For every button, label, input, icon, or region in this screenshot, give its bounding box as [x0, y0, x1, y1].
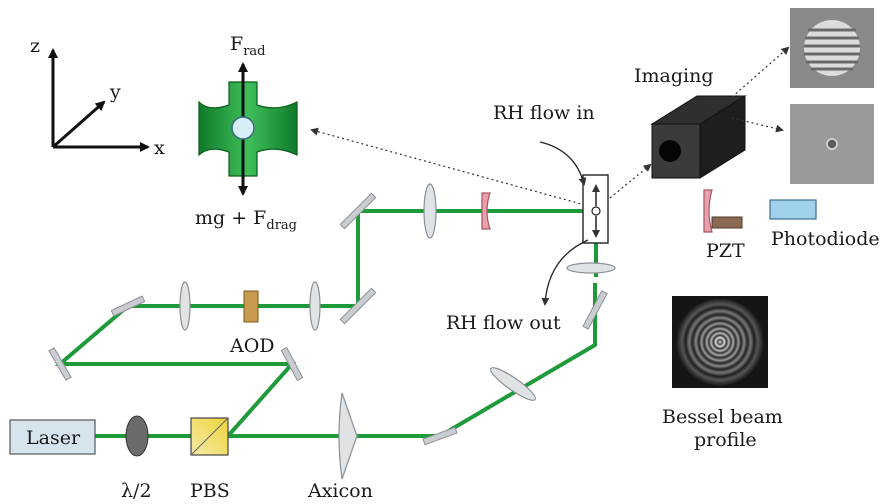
- rh-out-arrow: [541, 239, 589, 306]
- force-top-label: Frad: [230, 33, 265, 59]
- axicon: [338, 392, 358, 480]
- pzt-block: [711, 216, 743, 229]
- label-aod: AOD: [229, 335, 275, 357]
- force-bottom-label: mg + Fdrag: [195, 207, 297, 233]
- label-half-wave: λ/2: [121, 480, 152, 502]
- label-photodiode: Photodiode: [771, 228, 880, 250]
- label-axicon: Axicon: [307, 480, 373, 502]
- mirror-2: [48, 347, 72, 381]
- lens-1: [179, 281, 191, 331]
- label-laser: Laser: [26, 427, 81, 449]
- mirror-3: [280, 346, 304, 382]
- laser-box: [9, 419, 96, 455]
- camera-image-fringes: [790, 8, 874, 88]
- zoom-dotted-arrow: [310, 127, 586, 206]
- label-rh-flow-in: RH flow in: [493, 102, 595, 124]
- droplet: [231, 116, 255, 140]
- coordinate-axes: z y x: [30, 35, 165, 159]
- mirrors: [48, 192, 608, 446]
- axis-label-y: y: [109, 81, 121, 103]
- bessel-rings: [676, 298, 764, 386]
- label-rh-flow-out: RH flow out: [446, 312, 561, 334]
- camera-image-droplet: [790, 104, 874, 184]
- label-pbs: PBS: [190, 480, 230, 502]
- half-wave-plate: [125, 415, 149, 457]
- label-imaging: Imaging: [634, 65, 714, 87]
- axis-label-x: x: [154, 137, 165, 159]
- label-pzt: PZT: [706, 240, 745, 262]
- mirror-6: [422, 426, 458, 446]
- lens-2: [309, 281, 321, 331]
- rh-in-arrow: [539, 141, 587, 186]
- pbs-cube: [190, 417, 229, 456]
- camera: [650, 95, 747, 179]
- mirror-1: [110, 295, 146, 317]
- cell-to-camera-dotted: [609, 163, 652, 199]
- camera-to-image1-dotted: [731, 46, 790, 98]
- aod-box: [243, 290, 259, 323]
- axis-label-z: z: [30, 35, 40, 57]
- label-bessel-line1: Bessel beam: [662, 406, 783, 428]
- lenses: [179, 183, 616, 401]
- trap-cell: [582, 174, 609, 244]
- photodiode-box: [769, 199, 817, 220]
- lens-4: [490, 367, 536, 401]
- lens-3: [423, 183, 437, 239]
- camera-to-image2-dotted: [731, 117, 784, 133]
- force-diagram: Frad mg + Fdrag: [195, 33, 298, 233]
- cavity-mirror-right: [703, 189, 713, 233]
- mirror-5: [339, 192, 377, 230]
- mirror-7: [582, 290, 608, 330]
- mirror-4: [339, 287, 377, 325]
- label-bessel-line2: profile: [694, 429, 757, 451]
- cavity-mirror-left: [481, 192, 491, 230]
- lens-5: [566, 262, 616, 274]
